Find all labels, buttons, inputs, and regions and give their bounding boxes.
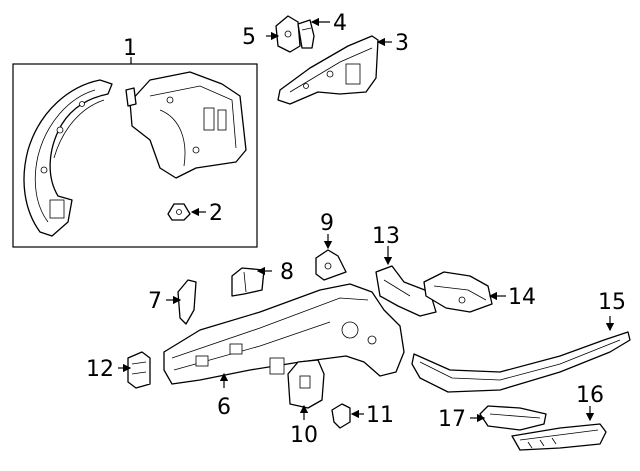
callout-9: 9 — [320, 211, 334, 236]
part-4-bracket — [297, 19, 315, 49]
part-12-bracket — [127, 351, 151, 389]
callout-5: 5 — [242, 25, 256, 50]
part-8-bracket — [231, 267, 265, 297]
callout-7: 7 — [148, 289, 162, 314]
callout-6: 6 — [217, 395, 231, 420]
callout-15: 15 — [598, 290, 626, 315]
part-16-end-cap — [511, 423, 607, 451]
part-1-wheelhouse-arch — [23, 79, 113, 237]
callout-17: 17 — [438, 407, 466, 432]
part-10-bracket — [287, 359, 325, 409]
group-box-1 — [12, 63, 258, 248]
callout-14: 14 — [508, 285, 536, 310]
part-13-bracket — [375, 265, 437, 317]
callout-13: 13 — [372, 224, 400, 249]
part-5-bracket — [275, 15, 301, 53]
part-15-rocker-rail — [411, 331, 631, 393]
callout-12: 12 — [86, 357, 114, 382]
part-14-reinforcement — [423, 271, 493, 313]
callout-4: 4 — [333, 11, 347, 36]
callout-10: 10 — [290, 423, 318, 448]
callout-1: 1 — [123, 36, 137, 61]
part-6-frame-rail — [163, 283, 405, 385]
part-9-bracket — [315, 249, 347, 281]
part-7-bracket — [177, 279, 197, 325]
callout-3: 3 — [395, 31, 409, 56]
callout-11: 11 — [366, 403, 394, 428]
part-3-upper-rail — [277, 35, 379, 105]
part-1-wheelhouse-panel — [125, 71, 247, 179]
callout-16: 16 — [576, 383, 604, 408]
part-11-bracket — [331, 403, 351, 429]
callout-2: 2 — [209, 201, 223, 226]
part-17-bracket — [479, 405, 547, 431]
callout-8: 8 — [280, 260, 294, 285]
part-2-bracket — [167, 203, 191, 221]
